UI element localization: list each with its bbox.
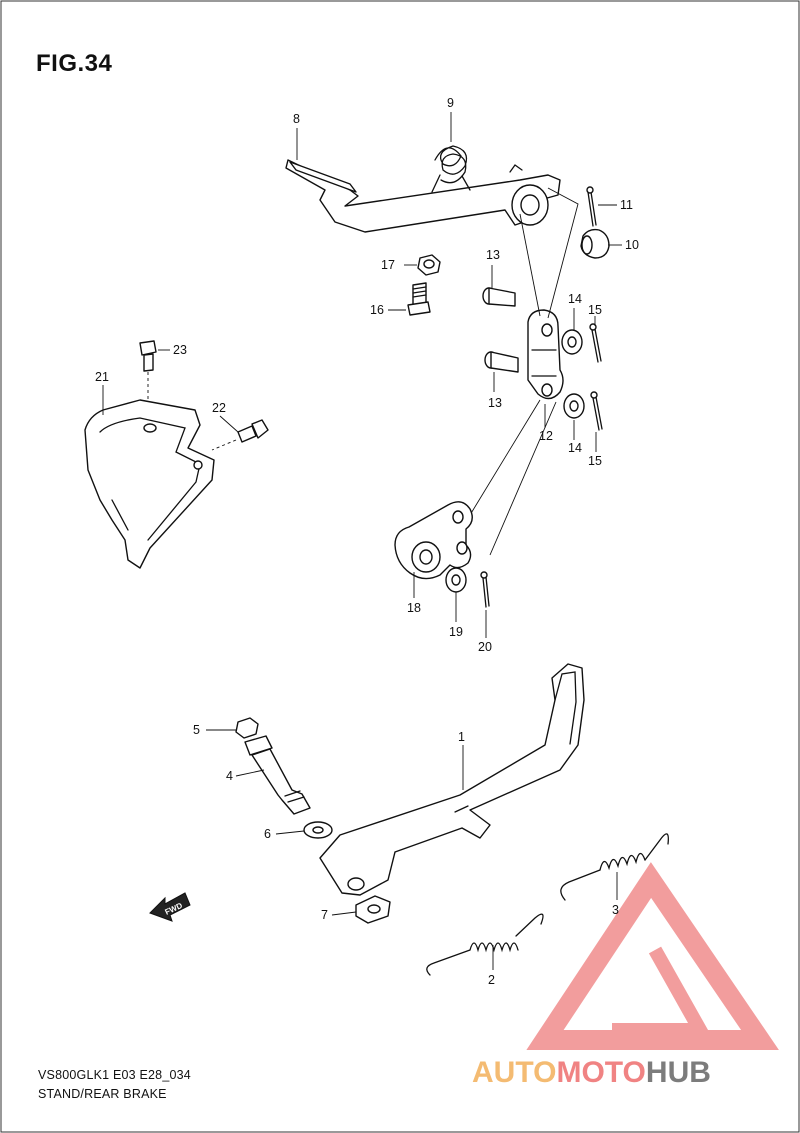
callout-7: 7: [321, 908, 328, 922]
callout-18: 18: [407, 601, 421, 615]
callout-19: 19: [449, 625, 463, 639]
callout-16: 16: [370, 303, 384, 317]
callout-14-lower: 14: [568, 441, 582, 455]
part-15-cotter-pin-lower: [590, 391, 603, 431]
callout-6: 6: [264, 827, 271, 841]
callout-17: 17: [381, 258, 395, 272]
figure-name: STAND/REAR BRAKE: [38, 1087, 167, 1101]
part-13-clevis-pin-lower: [484, 351, 519, 373]
part-12-rod-joint: [527, 309, 564, 400]
callout-21: 21: [95, 370, 109, 384]
figure-title: FIG.34: [36, 50, 113, 77]
callout-8: 8: [293, 112, 300, 126]
callout-5: 5: [193, 723, 200, 737]
part-11-cotter-pin: [586, 186, 597, 227]
part-19-washer: [445, 567, 467, 593]
callout-11: 11: [620, 198, 633, 212]
part-5-nut: [235, 717, 259, 739]
part-23-bolt: [139, 340, 157, 402]
part-15-cotter-pin-upper: [589, 323, 602, 363]
callout-15-upper: 15: [588, 303, 602, 317]
fwd-arrow-icon: FWD: [149, 892, 191, 922]
part-7-nut: [355, 895, 391, 924]
callout-4: 4: [226, 769, 233, 783]
watermark-hub: HUB: [646, 1056, 711, 1089]
part-20-cotter-pin: [480, 571, 490, 608]
part-4-pivot-bolt: [244, 735, 311, 815]
watermark-triangle: [526, 862, 779, 1050]
callout-13-upper: 13: [486, 248, 500, 262]
part-17-nut: [417, 254, 441, 276]
part-1-side-stand: [319, 663, 585, 896]
watermark-logo: AUTOMOTOHUB: [472, 862, 779, 1089]
callout-10: 10: [625, 238, 639, 252]
figure-code: VS800GLK1 E03 E28_034: [38, 1068, 191, 1082]
callout-9: 9: [447, 96, 454, 110]
part-22-bolt: [211, 419, 269, 451]
linkage-rods: [469, 187, 579, 556]
callout-12: 12: [539, 429, 553, 443]
part-6-washer: [303, 821, 333, 839]
callout-23: 23: [173, 343, 187, 357]
callout-22: 22: [212, 401, 226, 415]
callout-2: 2: [488, 973, 495, 987]
watermark-moto: MOTO: [556, 1056, 645, 1089]
watermark-inner-mark: [612, 946, 712, 1037]
part-16-bolt: [407, 282, 431, 316]
callout-14-upper: 14: [568, 292, 582, 306]
part-14-washer-lower: [563, 393, 585, 419]
part-13-clevis-pin-upper: [482, 287, 516, 307]
part-3-spring: [560, 833, 669, 901]
callout-20: 20: [478, 640, 492, 654]
callouts: 8 9 11 10 17 16 13 13 14 14 15 15: [95, 96, 639, 987]
part-2-spring: [426, 913, 544, 976]
part-8-brake-pedal: [285, 159, 561, 233]
part-10-cap: [580, 228, 610, 259]
part-9-return-spring: [431, 145, 471, 193]
part-14-washer-upper: [561, 329, 583, 355]
callout-15-lower: 15: [588, 454, 602, 468]
callout-3: 3: [612, 903, 619, 917]
watermark-auto: AUTO: [472, 1056, 556, 1089]
part-18-brake-arm: [394, 501, 473, 580]
part-21-cover: [84, 399, 215, 569]
callout-13-lower: 13: [488, 396, 502, 410]
watermark-text: AUTOMOTOHUB: [472, 1056, 711, 1089]
callout-1: 1: [458, 730, 465, 744]
